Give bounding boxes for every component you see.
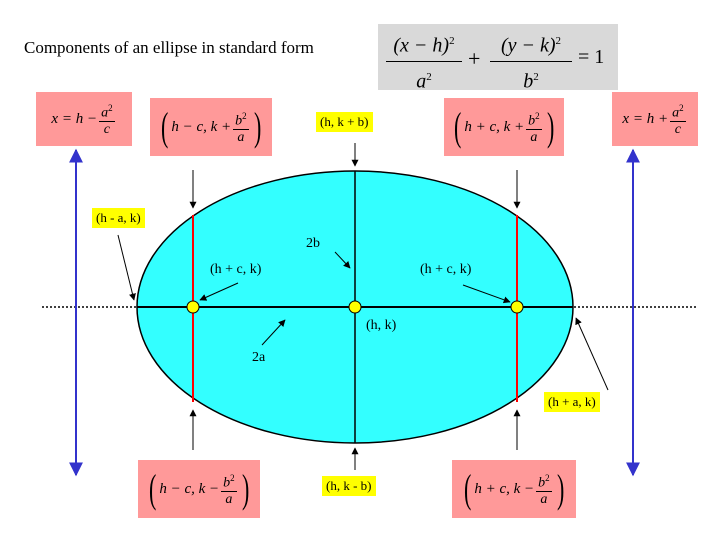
- arrow-right-vertex: [575, 317, 609, 391]
- latus-top-left-pre: h − c, k +: [171, 118, 232, 135]
- directrix-right-lhs: x = h +: [622, 110, 669, 127]
- directrix-right-den: c: [674, 121, 681, 137]
- latus-bottom-right-num: b: [538, 475, 546, 491]
- latus-top-right-exp: 2: [535, 111, 540, 122]
- latus-bottom-left-num: b: [223, 475, 231, 491]
- label-right-vertex: (h + a, k): [544, 392, 600, 412]
- directrix-left-fraction: a2 c: [99, 101, 115, 137]
- latus-bottom-right-exp: 2: [545, 473, 550, 484]
- latus-top-left-exp: 2: [242, 111, 247, 122]
- focus-right-point: [510, 300, 524, 314]
- latus-top-left-formula: ( h − c, k + b2 a ): [150, 98, 272, 156]
- directrix-left-lhs: x = h −: [51, 110, 98, 127]
- term2-denominator: b: [523, 70, 534, 93]
- term1-denominator: a: [416, 70, 427, 93]
- directrix-left-exp: 2: [108, 103, 113, 114]
- standard-form-equation: (x − h)2 a2 + (y − k)2 b2 = 1: [378, 24, 618, 92]
- latus-top-right-pre: h + c, k +: [464, 118, 525, 135]
- latus-bottom-left-exp: 2: [230, 473, 235, 484]
- term2-numerator: (y − k): [500, 34, 556, 57]
- label-top-vertex: (h, k + b): [316, 112, 373, 132]
- page-title: Components of an ellipse in standard for…: [24, 38, 314, 57]
- directrix-left-den: c: [103, 121, 110, 137]
- latus-top-right-num: b: [528, 113, 536, 129]
- latus-top-left-num: b: [235, 113, 243, 129]
- plus-sign: +: [468, 46, 481, 71]
- term1-den-exponent: 2: [426, 70, 432, 83]
- center-point: [348, 300, 362, 314]
- directrix-right-fraction: a2 c: [670, 101, 686, 137]
- equation-term-y: (y − k)2 b2: [490, 28, 572, 94]
- label-left-vertex: (h - a, k): [92, 208, 145, 228]
- arrow-minor-axis: [334, 251, 351, 269]
- latus-bottom-left-pre: h − c, k −: [159, 480, 220, 497]
- latus-bottom-right-den: a: [540, 491, 548, 507]
- term1-numerator: (x − h): [393, 34, 450, 57]
- arrow-major-axis: [261, 319, 286, 346]
- directrix-right-exp: 2: [679, 103, 684, 114]
- term2-den-exponent: 2: [533, 70, 539, 83]
- latus-top-right-formula: ( h + c, k + b2 a ): [444, 98, 564, 156]
- arrow-focus-right: [462, 284, 511, 304]
- latus-bottom-right-pre: h + c, k −: [474, 480, 535, 497]
- latus-bottom-left-den: a: [225, 491, 233, 507]
- label-major-axis: 2a: [252, 350, 266, 365]
- latus-bottom-right-formula: ( h + c, k − b2 a ): [452, 460, 576, 518]
- term2-exponent: 2: [555, 35, 562, 47]
- latus-top-right-fraction: b2 a: [526, 109, 542, 145]
- latus-top-left-den: a: [237, 129, 245, 145]
- label-minor-axis: 2b: [306, 236, 320, 251]
- directrix-right-formula: x = h + a2 c: [612, 92, 698, 146]
- label-bottom-vertex: (h, k - b): [322, 476, 376, 496]
- directrix-left-formula: x = h − a2 c: [36, 92, 132, 146]
- directrix-left-num: a: [101, 105, 109, 121]
- term1-exponent: 2: [449, 35, 455, 47]
- label-center: (h, k): [366, 318, 397, 333]
- focus-left-point: [186, 300, 200, 314]
- arrow-focus-left: [199, 282, 239, 301]
- directrix-right-num: a: [672, 105, 680, 121]
- label-focus-left: (h + c, k): [210, 262, 262, 277]
- latus-top-right-den: a: [530, 129, 538, 145]
- equation-term-x: (x − h)2 a2: [386, 28, 462, 94]
- equals-one: = 1: [578, 46, 605, 68]
- latus-bottom-left-formula: ( h − c, k − b2 a ): [138, 460, 260, 518]
- latus-top-left-fraction: b2 a: [233, 109, 249, 145]
- label-focus-right: (h + c, k): [420, 262, 472, 277]
- latus-bottom-left-fraction: b2 a: [221, 471, 237, 507]
- arrow-left-vertex: [117, 234, 136, 301]
- latus-bottom-right-fraction: b2 a: [536, 471, 552, 507]
